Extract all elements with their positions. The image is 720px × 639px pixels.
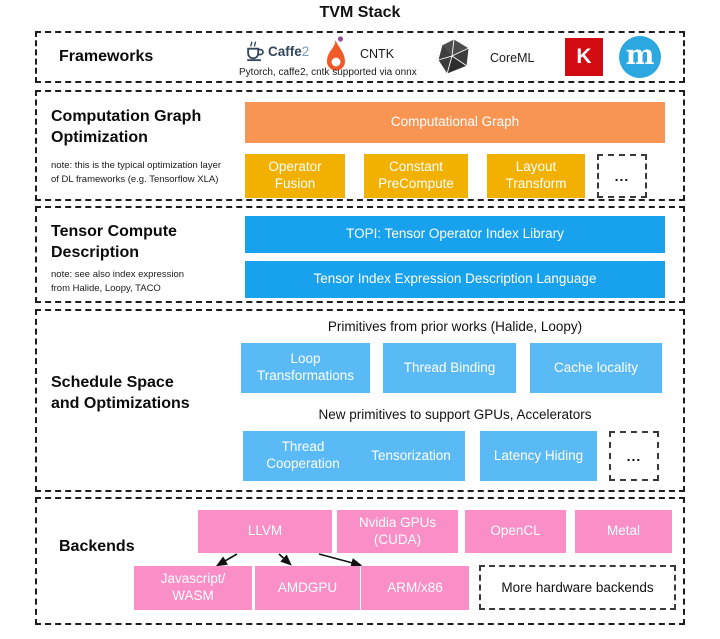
tensorization-box: Tensorization: [357, 431, 465, 481]
graph-opt-note-line1: note: this is the typical optimization l…: [51, 160, 222, 171]
pytorch-flame-icon: [322, 35, 350, 77]
tensor-note-line1: note: see also index expression: [51, 269, 185, 280]
amdgpu-box: AMDGPU: [255, 566, 360, 610]
constant-precompute-box: Constant PreCompute: [364, 154, 468, 198]
javascript-wasm-box: Javascript/ WASM: [134, 566, 252, 610]
graph-opt-label-line1: Computation Graph: [51, 108, 202, 125]
computational-graph-bar: Computational Graph: [245, 102, 665, 143]
more-hardware-backends-box: More hardware backends: [479, 565, 676, 610]
page-title: TVM Stack: [319, 4, 401, 21]
graph-opt-note-line2: of DL frameworks (e.g. Tensorflow XLA): [51, 173, 219, 185]
keras-square-icon: K: [565, 38, 603, 76]
loop-transformations-box: Loop Transformations: [241, 343, 370, 393]
latency-hiding-box: Latency Hiding: [480, 431, 597, 481]
graph-optimization-section: Computation Graph Optimization note: thi…: [35, 90, 685, 201]
tensor-index-language-bar: Tensor Index Expression Description Lang…: [245, 261, 665, 298]
schedule-more-box: ...: [609, 431, 659, 481]
opencl-box: OpenCL: [465, 510, 566, 553]
frameworks-label: Frameworks: [59, 48, 154, 65]
thread-cooperation-box: Thread Cooperation: [243, 431, 363, 481]
layout-transform-box: Layout Transform: [487, 154, 585, 198]
onnx-polyhedron-icon: [434, 37, 474, 77]
caffe2-wordmark: Caffe2: [268, 44, 309, 59]
tensor-note-line2: from Halide, Loopy, TACO: [51, 282, 161, 294]
mxnet-letter: m: [625, 39, 655, 71]
caffe2-cup-icon: [244, 40, 266, 62]
tensor-label-line1: Tensor Compute: [51, 223, 177, 240]
arm-x86-box: ARM/x86: [361, 566, 469, 610]
operator-fusion-box: Operator Fusion: [245, 154, 345, 198]
tensor-label-line2: Description: [51, 243, 140, 261]
thread-binding-box: Thread Binding: [383, 343, 516, 393]
graph-opt-label-line2: Optimization: [51, 128, 148, 146]
backends-section: Backends LLVM Nvidia GPUs (CUDA) OpenCL …: [35, 497, 685, 625]
caffe2-name: Caffe: [268, 44, 302, 59]
coreml-label: CoreML: [490, 51, 535, 65]
keras-letter: K: [576, 45, 592, 68]
prior-primitives-heading: Primitives from prior works (Halide, Loo…: [327, 319, 583, 334]
llvm-box: LLVM: [198, 510, 332, 553]
frameworks-section: Frameworks Caffe2 CNTK Pytorch, caffe2, …: [35, 31, 685, 83]
metal-box: Metal: [575, 510, 672, 553]
backends-label: Backends: [59, 538, 135, 555]
nvidia-cuda-box: Nvidia GPUs (CUDA): [337, 510, 458, 553]
graph-opt-more-box: ...: [597, 154, 647, 198]
topi-bar: TOPI: Tensor Operator Index Library: [245, 216, 665, 253]
schedule-space-section: Schedule Space and Optimizations Primiti…: [35, 309, 685, 492]
onnx-support-note: Pytorch, caffe2, cntk supported via onnx: [239, 67, 417, 78]
new-primitives-heading: New primitives to support GPUs, Accelera…: [318, 407, 592, 422]
tensor-compute-section: Tensor Compute Description note: see als…: [35, 206, 685, 303]
mxnet-circle-icon: m: [619, 36, 661, 78]
schedule-label-line2: and Optimizations: [51, 394, 190, 412]
cache-locality-box: Cache locality: [530, 343, 662, 393]
cntk-label: CNTK: [360, 47, 395, 61]
schedule-label-line1: Schedule Space: [51, 374, 174, 391]
caffe2-num: 2: [301, 44, 310, 59]
